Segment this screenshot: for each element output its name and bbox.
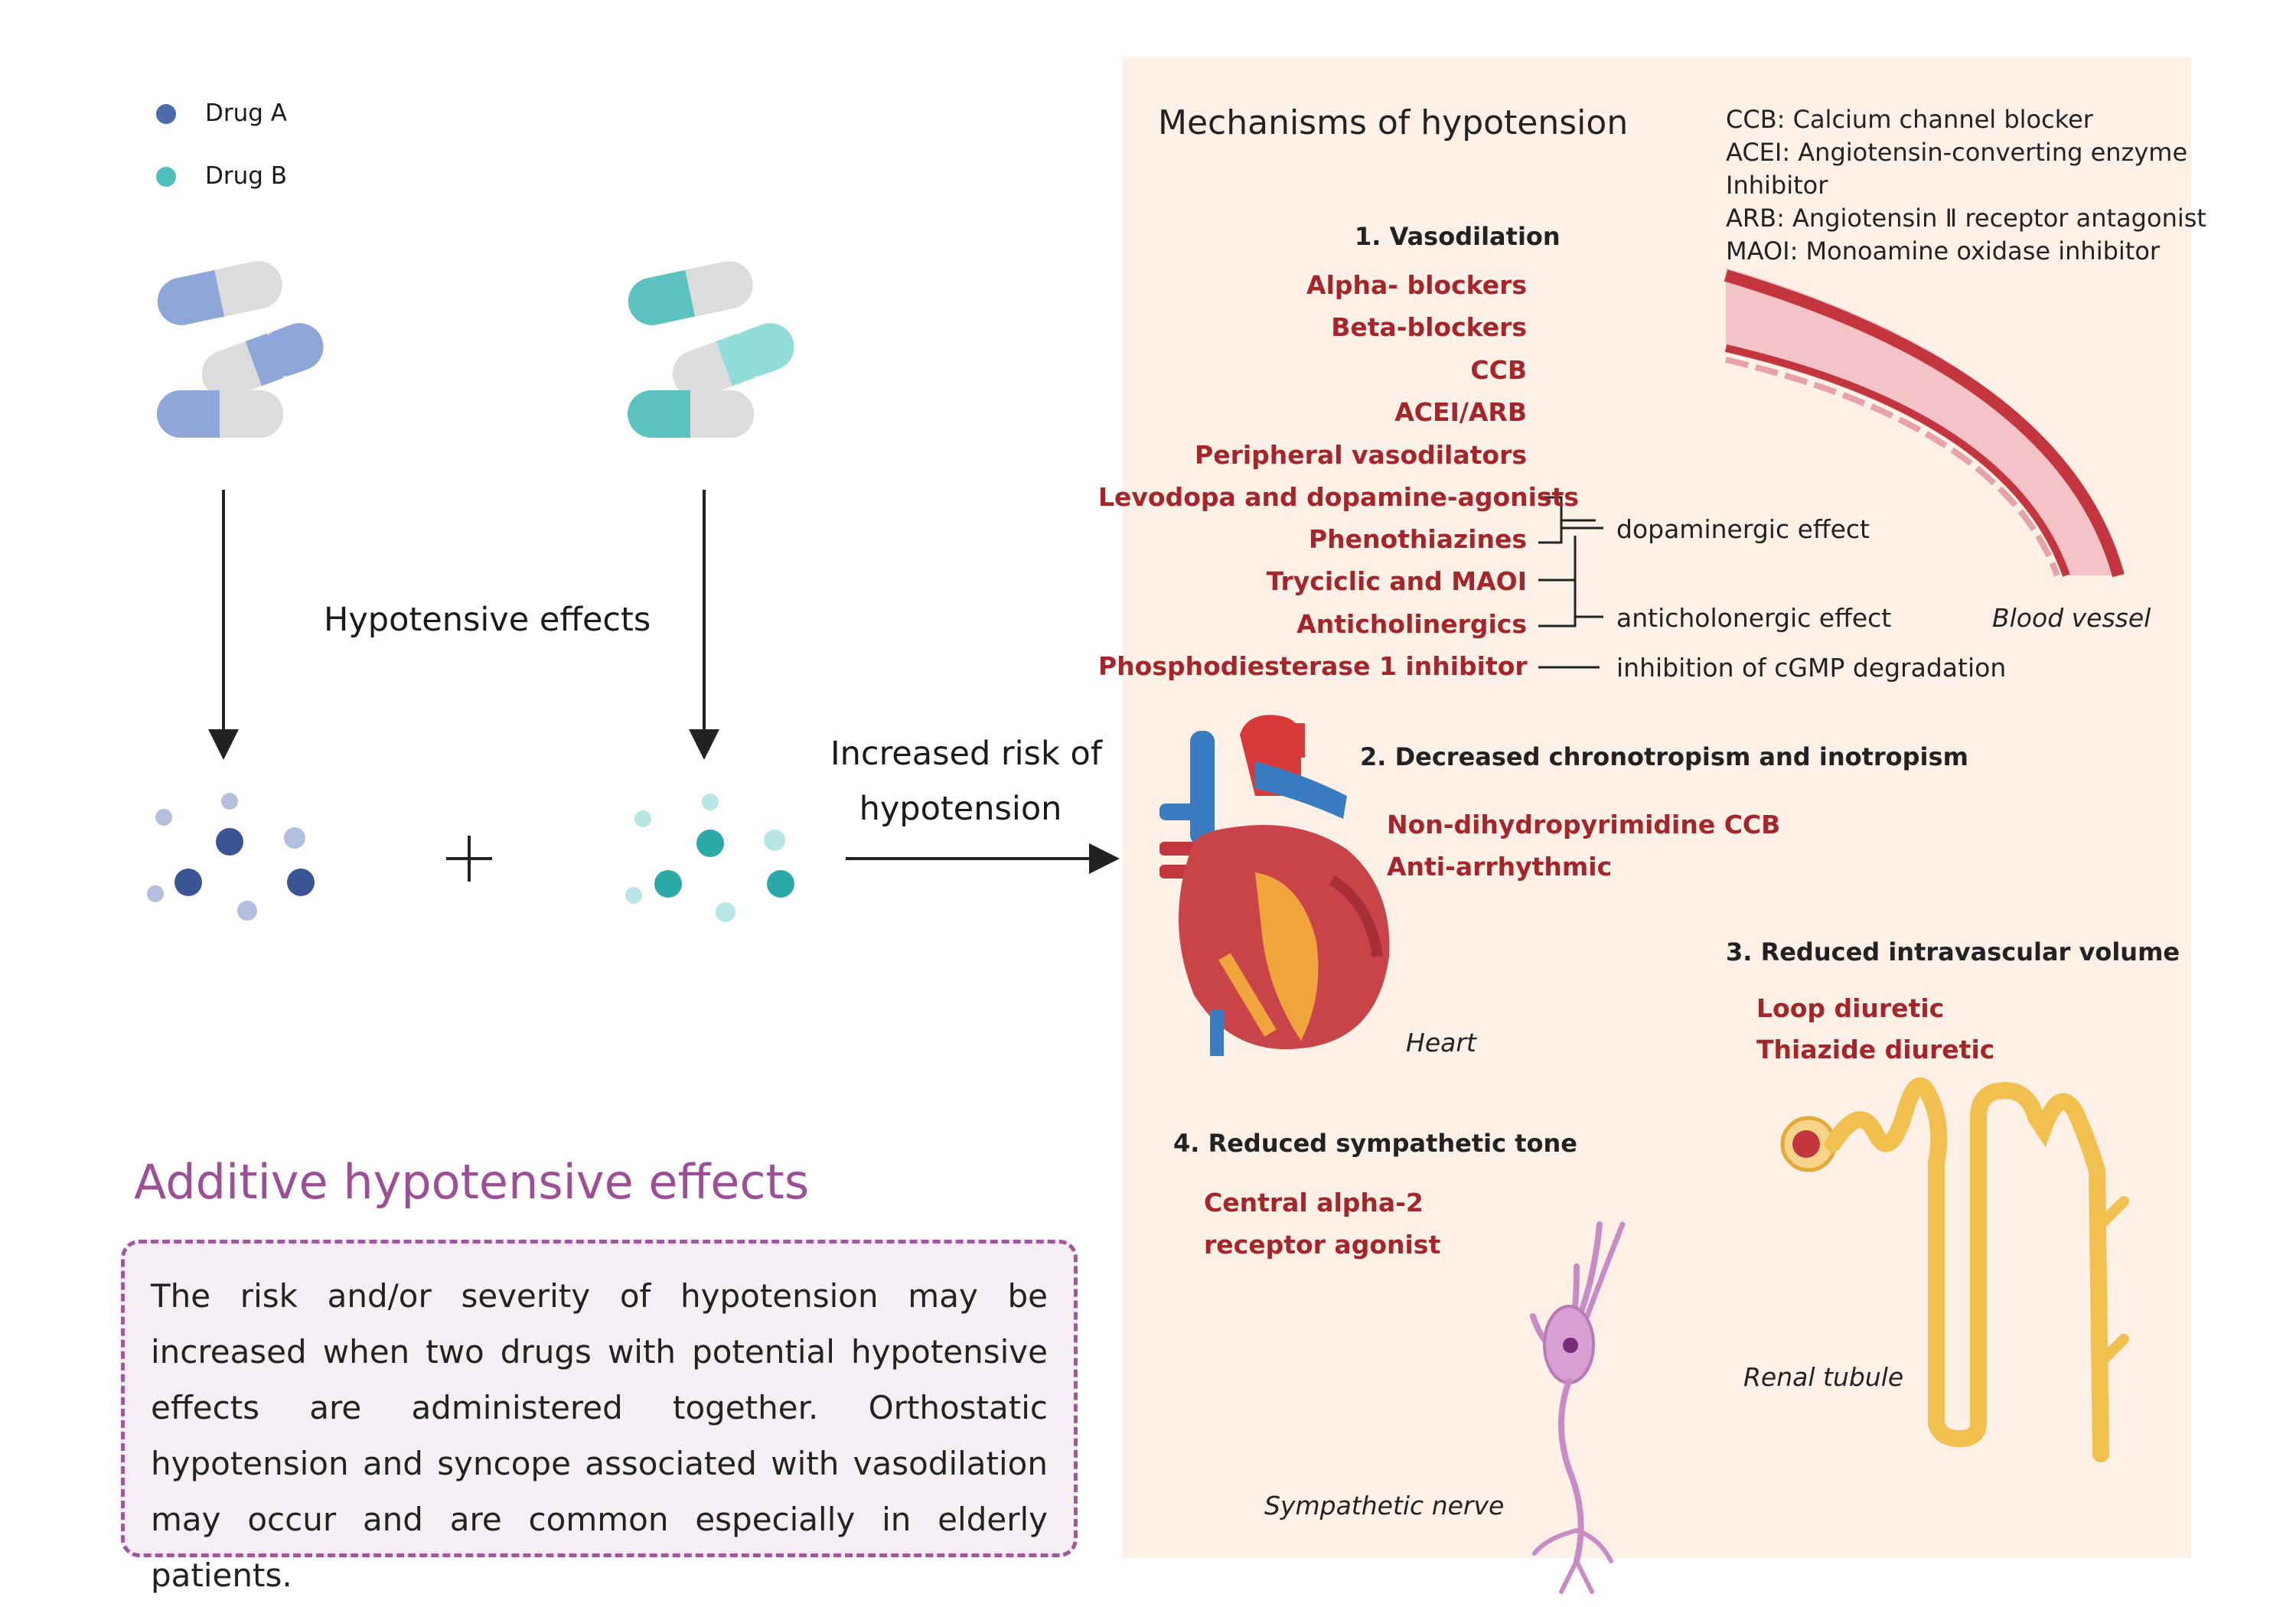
drug-b-legend-dot (156, 167, 176, 187)
chronotropism-drug: Anti-arrhythmic (1387, 852, 1613, 882)
mechanisms-panel (1123, 57, 2191, 1558)
drug-a-legend-dot (156, 104, 176, 124)
blood-vessel-icon (1724, 268, 2125, 578)
vasodilation-drug: Levodopa and dopamine-agonists (1098, 482, 1580, 512)
sympathetic-drug: receptor agonist (1204, 1230, 1441, 1260)
vasodilation-heading: 1. Vasodilation (1355, 222, 1561, 251)
blood-vessel-caption: Blood vessel (1992, 603, 2151, 633)
sympathetic-drug: Central alpha-2 (1204, 1188, 1424, 1217)
effect-connector-lines (1538, 496, 1603, 669)
vasodilation-drug: Phenothiazines (1308, 524, 1527, 554)
vasodilation-drug: Peripheral vasodilators (1195, 440, 1527, 470)
abbreviation-line: CCB: Calcium channel blocker (1726, 105, 2093, 134)
risk-label-line2: hypotension (859, 790, 1062, 828)
risk-label-line1: Increased risk of (830, 735, 1102, 773)
volume-drug: Loop diuretic (1756, 993, 1945, 1023)
hypotensive-effects-label: Hypotensive effects (324, 601, 651, 639)
vasodilation-drug: ACEI/ARB (1394, 397, 1527, 427)
vasodilation-drug: Anticholinergics (1296, 609, 1527, 639)
vasodilation-drug: Phosphodiesterase 1 inhibitor (1098, 651, 1528, 681)
drug-a-particles-icon (147, 793, 315, 921)
cgmp-effect-label: inhibition of cGMP degradation (1616, 653, 2007, 683)
abbreviation-line: Inhibitor (1726, 171, 1828, 200)
drug-a-capsules-icon (157, 261, 324, 438)
sympathetic-heading: 4. Reduced sympathetic tone (1173, 1129, 1577, 1158)
abbreviation-line: MAOI: Monoamine oxidase inhibitor (1726, 236, 2161, 266)
additive-text-box: The risk and/or severity of hypotension … (121, 1240, 1078, 1594)
drug-b-particles-icon (625, 794, 794, 922)
abbreviation-line: ACEI: Angiotensin-converting enzyme (1726, 138, 2188, 167)
chronotropism-heading: 2. Decreased chronotropism and inotropis… (1360, 742, 1968, 771)
sympathetic-nerve-caption: Sympathetic nerve (1264, 1491, 1505, 1521)
vasodilation-drug: Beta-blockers (1331, 312, 1527, 342)
panel-title: Mechanisms of hypotension (1158, 103, 1629, 142)
chronotropism-drug: Non-dihydropyrimidine CCB (1387, 810, 1781, 839)
volume-heading: 3. Reduced intravascular volume (1726, 937, 2180, 966)
vasodilation-drug: Tryciclic and MAOI (1266, 566, 1527, 596)
sympathetic-nerve-icon (1530, 1221, 1626, 1594)
dopaminergic-effect-label: dopaminergic effect (1616, 514, 1870, 544)
drug-a-legend-label: Drug A (205, 99, 288, 127)
additive-title: Additive hypotensive effects (134, 1154, 810, 1210)
renal-tubule-caption: Renal tubule (1743, 1362, 1904, 1392)
heart-icon (1159, 715, 1390, 1056)
additive-text: The risk and/or severity of hypotension … (151, 1277, 1048, 1594)
abbreviation-line: ARB: Angiotensin Ⅱ receptor antagonist (1726, 204, 2206, 233)
vasodilation-drug: Alpha- blockers (1306, 270, 1527, 300)
plus-icon (446, 836, 492, 882)
drug-b-legend-label: Drug B (205, 162, 288, 190)
drug-b-capsules-icon (628, 261, 794, 438)
anticholinergic-effect-label: anticholonergic effect (1616, 603, 1892, 633)
volume-drug: Thiazide diuretic (1756, 1035, 1995, 1064)
renal-tubule-icon (1780, 1077, 2129, 1462)
vasodilation-drug: CCB (1470, 355, 1527, 385)
heart-caption: Heart (1406, 1028, 1476, 1058)
